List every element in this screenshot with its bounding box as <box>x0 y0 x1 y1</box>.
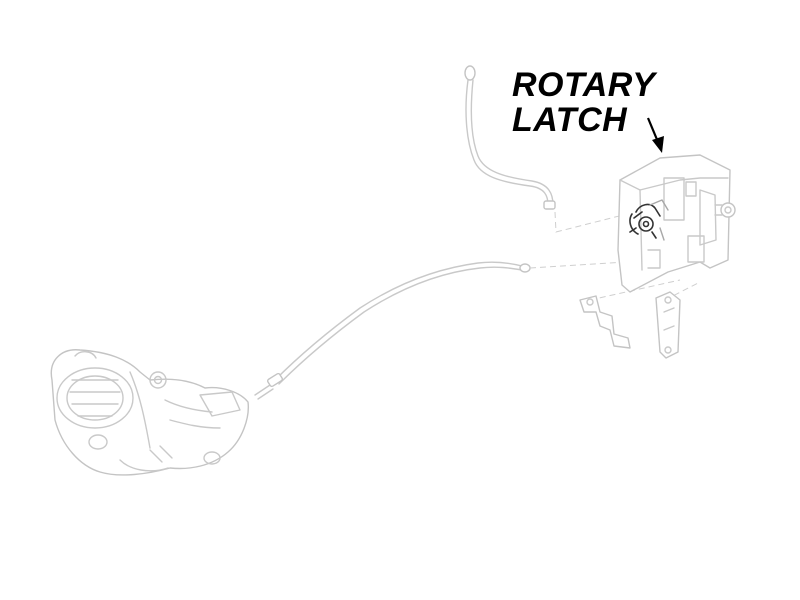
latch-bracket-left <box>579 295 631 349</box>
lock-rod <box>464 65 556 210</box>
callout-arrow <box>646 117 664 153</box>
outside-handle-assembly <box>50 349 249 476</box>
callout-line-1: ROTARY <box>512 66 656 104</box>
rotary-latch-body <box>617 154 736 293</box>
latch-bracket-right <box>655 291 681 359</box>
assembly-guide-lines <box>529 211 701 301</box>
rotary-latch-callout: ROTARY LATCH <box>512 68 655 138</box>
release-cable <box>254 261 531 400</box>
rotary-latch-mechanism <box>629 199 669 241</box>
callout-line-2: LATCH <box>512 101 628 139</box>
